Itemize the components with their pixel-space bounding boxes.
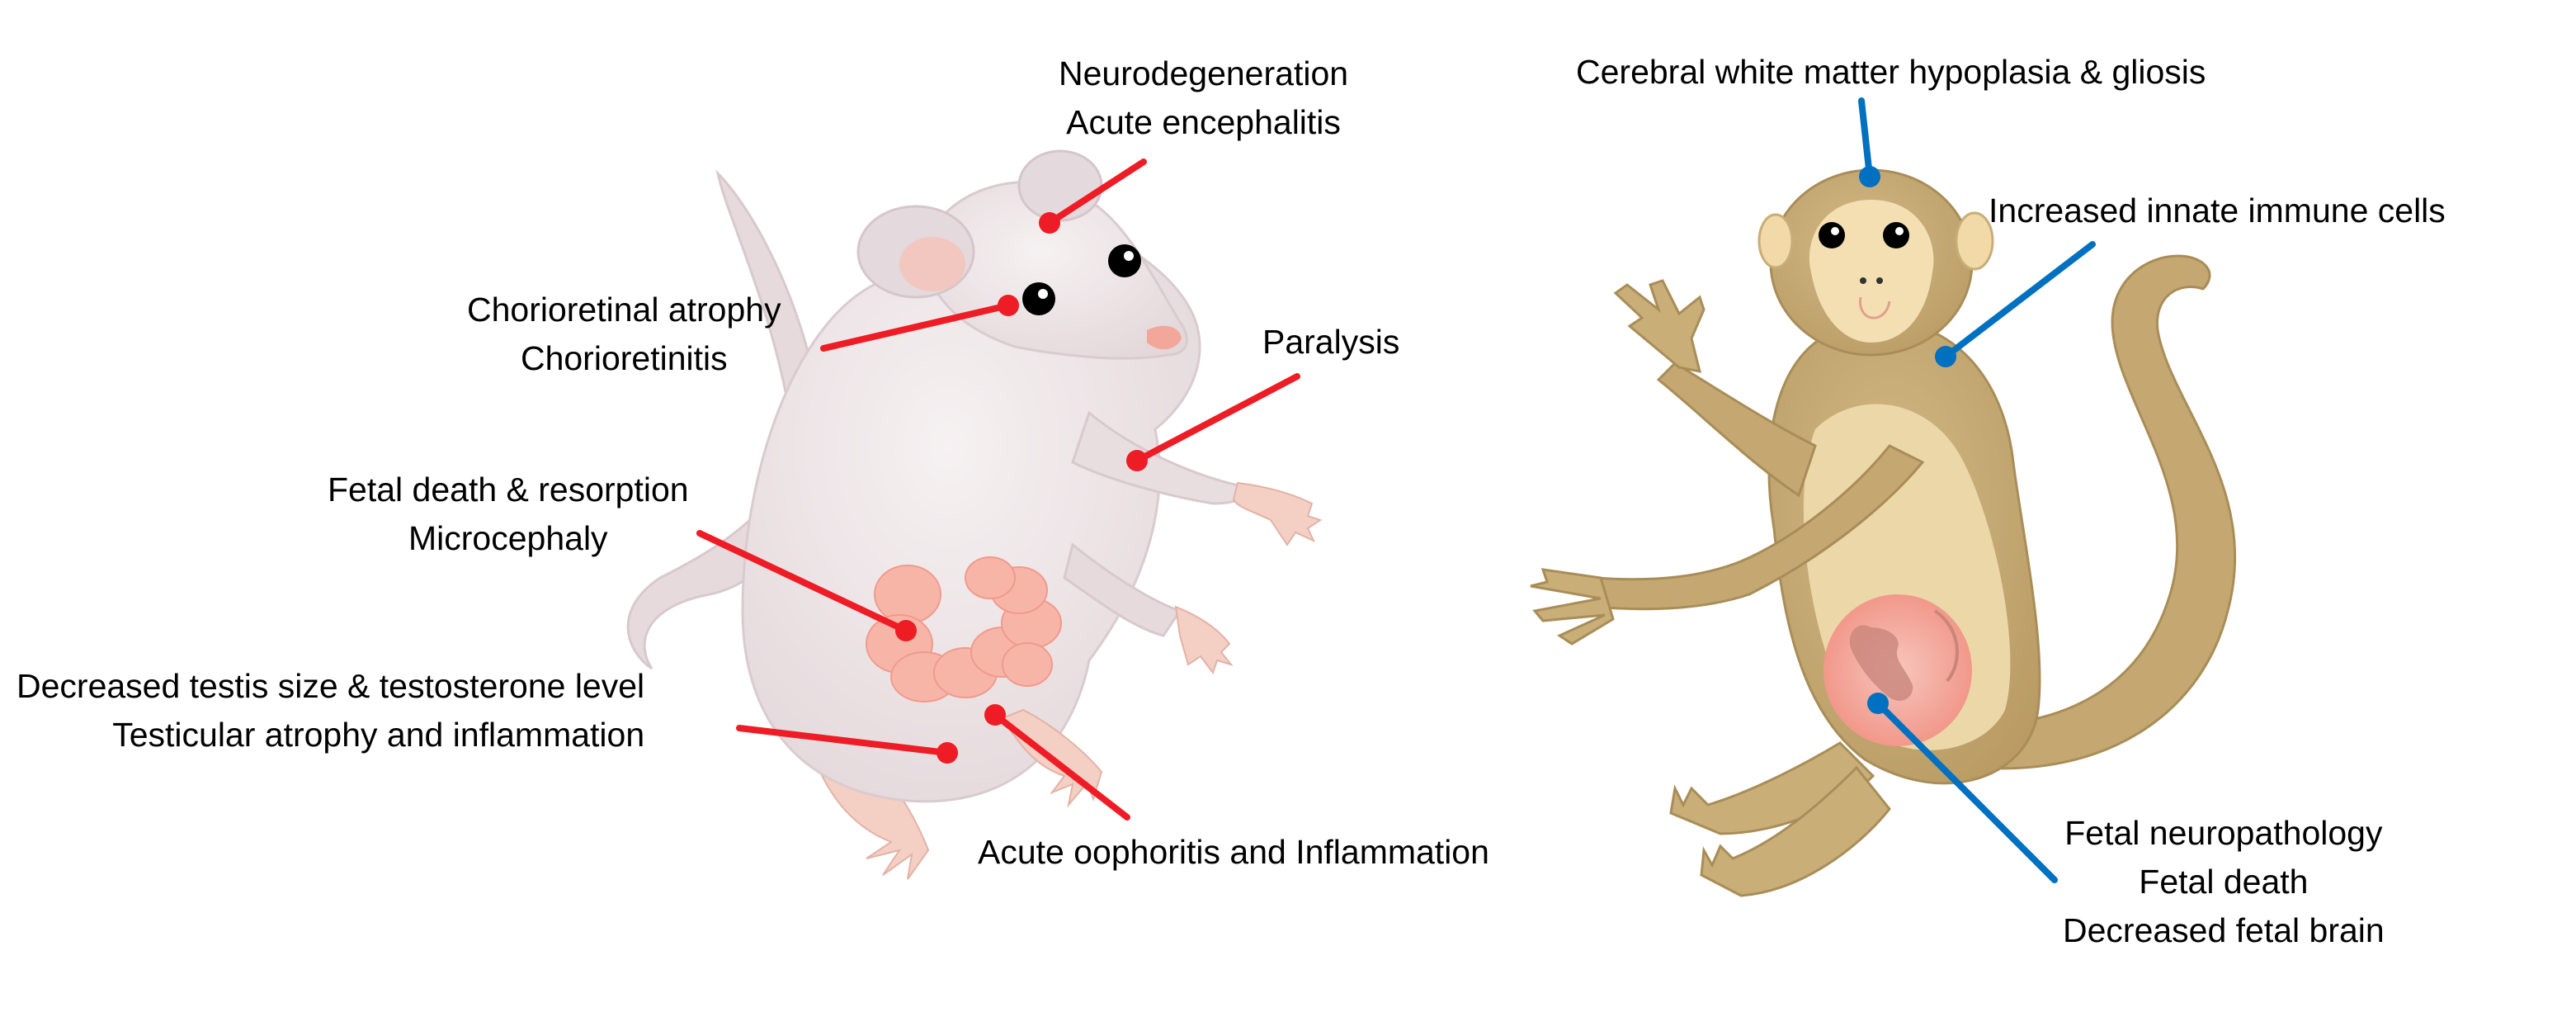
monkey-ear-left: [1757, 213, 1794, 269]
monkey-fetus: [1849, 625, 1913, 702]
label-chorioretinal: Chorioretinal atrophy Chorioretinitis: [467, 286, 781, 383]
monkey-hand-raised: [1613, 279, 1706, 373]
mouse-hand-upper: [1232, 481, 1323, 546]
label-line: Paralysis: [1262, 323, 1400, 361]
leader-fetal-death: [696, 530, 909, 634]
monkey-eye-right: [1883, 222, 1909, 248]
monkey-ear-right: [1955, 211, 1994, 271]
leader-oophoritis: [992, 712, 1130, 821]
label-line: Chorioretinal atrophy: [467, 291, 781, 329]
monkey-illustration: [1530, 168, 2237, 897]
monkey-leaders: [1858, 97, 2096, 883]
label-fetal-neuropathology: Fetal neuropathology Fetal death Decreas…: [2063, 809, 2385, 955]
monkey-mouth: [1859, 296, 1891, 319]
mouse-eye-left: [1022, 282, 1055, 315]
label-line: Cerebral white matter hypoplasia & glios…: [1576, 53, 2206, 91]
label-line: Acute oophoritis and Inflammation: [978, 833, 1489, 871]
leader-fetal: [1875, 700, 2058, 883]
leader-paralysis: [1134, 373, 1300, 464]
label-innate-immune: Increased innate immune cells: [1989, 187, 2446, 235]
monkey-hand-extended: [1530, 568, 1615, 646]
mouse-illustration: [626, 149, 1323, 880]
mouse-nose: [1147, 325, 1182, 350]
monkey-tail: [1961, 254, 2237, 770]
label-line: Fetal neuropathology: [2064, 814, 2383, 852]
label-line: Decreased fetal brain: [2063, 911, 2385, 949]
mouse-arm-lower: [1063, 542, 1182, 637]
label-oophoritis: Acute oophoritis and Inflammation: [978, 828, 1489, 877]
monkey-arm-raised: [1656, 362, 1817, 498]
leader-cerebral: [1858, 97, 1873, 180]
label-line: Decreased testis size & testosterone lev…: [17, 667, 645, 705]
label-fetal-death: Fetal death & resorption Microcephaly: [328, 466, 689, 563]
monkey-eye-left: [1819, 222, 1845, 248]
mouse-ear-inner: [899, 237, 965, 291]
label-line: Fetal death: [2139, 863, 2309, 901]
label-line: Acute encephalitis: [1066, 103, 1341, 141]
label-line: Increased innate immune cells: [1989, 192, 2446, 229]
label-testis: Decreased testis size & testosterone lev…: [17, 662, 644, 759]
monkey-foot-front: [1700, 765, 1891, 897]
leader-chorioretinal: [820, 302, 1012, 352]
label-line: Testicular atrophy and inflammation: [112, 716, 645, 754]
leader-innate-immune: [1942, 241, 2096, 360]
label-line: Fetal death & resorption: [328, 471, 689, 508]
label-line: Microcephaly: [408, 519, 608, 557]
label-paralysis: Paralysis: [1262, 318, 1399, 367]
mouse-ear-back: [1017, 149, 1103, 222]
mouse-leaders: [696, 158, 1300, 821]
label-line: Neurodegeneration: [1059, 54, 1349, 92]
label-cerebral-white-matter: Cerebral white matter hypoplasia & glios…: [1576, 48, 2206, 97]
leader-neurodegeneration: [1046, 158, 1147, 226]
mouse-eye-right: [1108, 244, 1141, 277]
label-neurodegeneration: Neurodegeneration Acute encephalitis: [1059, 50, 1348, 147]
leader-testis: [736, 725, 951, 756]
mouse-hand-lower: [1174, 605, 1234, 675]
label-line: Chorioretinitis: [520, 339, 728, 377]
